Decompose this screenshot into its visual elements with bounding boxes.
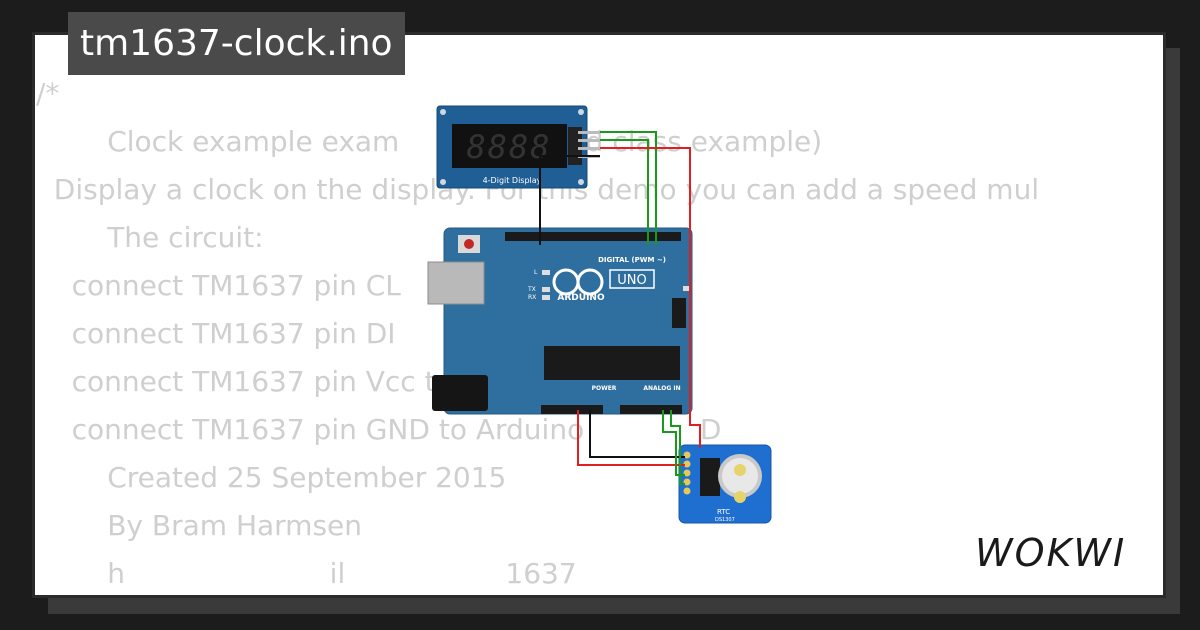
- rx-label: RX: [528, 294, 536, 301]
- usb-port: [427, 261, 485, 305]
- power-label: POWER: [592, 385, 617, 392]
- seven-segment-digits: 8888: [466, 128, 551, 166]
- l-label: L: [534, 269, 538, 276]
- analog-header: [620, 405, 682, 414]
- on-label: ON: [693, 286, 702, 293]
- tm1637-display-module[interactable]: 8888 4-Digit Display: [436, 105, 600, 189]
- wire-gnd-display: [539, 155, 600, 245]
- wire-rtc-scl: [670, 410, 685, 485]
- wire-dio: [600, 139, 649, 245]
- code-line: connect TM1637 pin GND to Arduino D: [36, 413, 722, 446]
- code-line: Display a clock on the display. For this…: [36, 173, 1040, 206]
- rtc-chip-label: DS1307: [715, 517, 735, 523]
- rtc-label: RTC: [717, 508, 730, 516]
- arduino-brand: ARDUINO: [557, 293, 605, 303]
- reset-button[interactable]: [464, 239, 474, 249]
- atmega-chip: [544, 346, 680, 380]
- wire-clk: [600, 131, 657, 245]
- wires: [539, 131, 701, 485]
- display-label: 4-Digit Display: [483, 176, 542, 185]
- code-line: By Bram Harmsen: [36, 509, 363, 542]
- power-header: [541, 405, 603, 414]
- digital-label: DIGITAL (PWM ~): [598, 256, 666, 264]
- wire-vcc-display: [600, 147, 701, 448]
- arduino-model: UNO: [617, 273, 646, 288]
- arduino-uno-board[interactable]: ARDUINO UNO DIGITAL (PWM ~) POWER ANALOG…: [427, 227, 702, 415]
- card-shadow-right: [1166, 48, 1180, 614]
- code-line: /*: [36, 77, 60, 110]
- project-title: tm1637-clock.ino: [68, 12, 405, 75]
- wokwi-logo-text: WOKWI: [975, 531, 1126, 575]
- tx-label: TX: [527, 286, 536, 293]
- card-shadow-bottom: [48, 598, 1166, 614]
- digital-header: [505, 232, 681, 241]
- wire-rtc-gnd: [589, 410, 685, 458]
- analog-label: ANALOG IN: [643, 385, 680, 392]
- wokwi-logo-icon: WOKWI: [975, 531, 1126, 575]
- code-line: h il 1637: [36, 557, 577, 590]
- code-line: Created 25 September 2015: [36, 461, 507, 494]
- code-line: connect TM1637 pin CL D4: [36, 269, 645, 302]
- wire-rtc-5v: [577, 410, 685, 466]
- code-line: The circuit:: [36, 221, 264, 254]
- rtc-ds1307-module[interactable]: RTC DS1307: [678, 444, 772, 524]
- power-jack: [432, 375, 488, 411]
